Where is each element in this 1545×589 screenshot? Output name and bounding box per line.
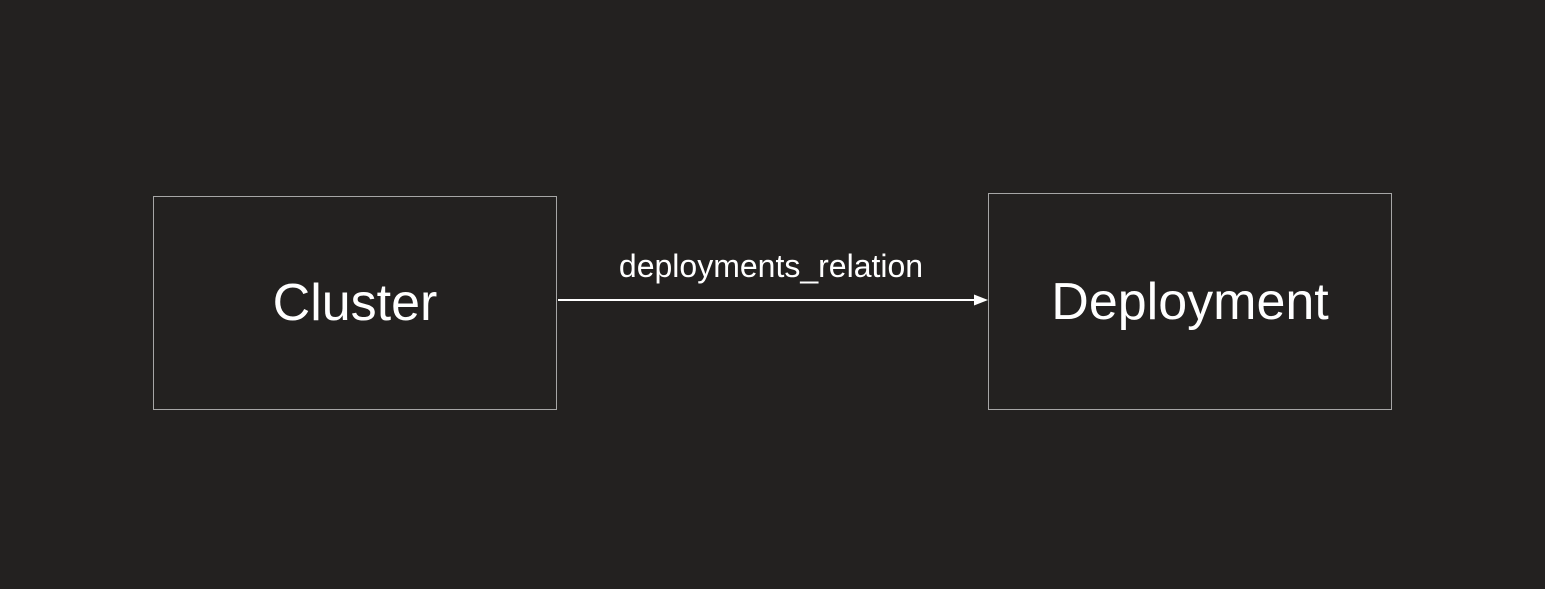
arrowhead-icon <box>974 294 988 306</box>
node-deployment-label: Deployment <box>1051 272 1329 331</box>
node-cluster[interactable]: Cluster <box>153 196 557 410</box>
edge-label[interactable]: deployments_relation <box>618 248 924 284</box>
node-cluster-label: Cluster <box>272 274 438 332</box>
node-deployment[interactable]: Deployment <box>988 193 1392 410</box>
